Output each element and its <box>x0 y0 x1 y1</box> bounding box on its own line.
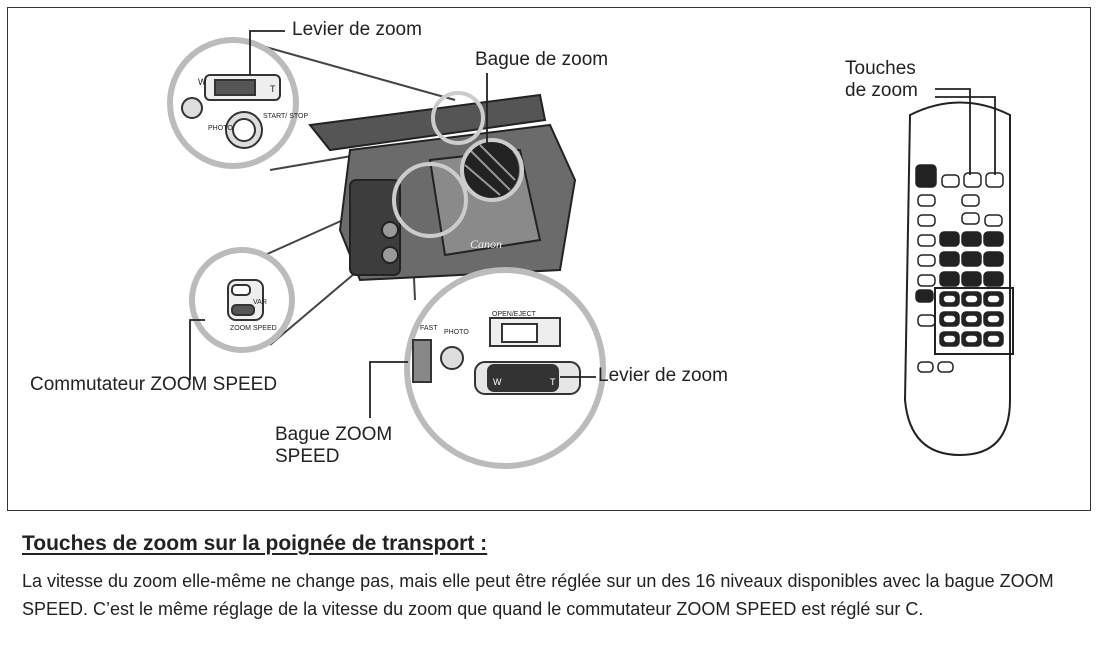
remote-button <box>917 274 936 287</box>
svg-text:T: T <box>550 377 556 387</box>
remote-button-dark <box>983 231 1004 247</box>
remote-button <box>917 361 934 373</box>
label-zoom-speed-switch: Commutateur ZOOM SPEED <box>30 374 278 395</box>
remote-button <box>984 214 1003 227</box>
section-body: La vitesse du zoom elle-même ne change p… <box>22 571 1054 619</box>
remote-button-dark <box>961 251 982 267</box>
svg-text:W: W <box>198 77 207 87</box>
remote-button <box>961 194 980 207</box>
remote-button-dark <box>939 231 960 247</box>
camcorder-illustration: Canon W T PHOTO START/ STOP VAR ZOOM SPE… <box>167 30 1014 469</box>
label-remote-zoom-line2: de zoom <box>845 80 918 101</box>
magnified-zoom-speed-switch <box>189 247 295 353</box>
label-zoom-speed-ring-line1: Bague ZOOM <box>275 424 393 445</box>
remote-button-inner <box>986 294 1001 304</box>
svg-text:PHOTO: PHOTO <box>444 329 469 336</box>
svg-text:T: T <box>270 84 276 94</box>
figure-frame <box>7 7 1091 511</box>
zoom-ring-highlight <box>460 138 524 202</box>
remote-button-inner <box>964 294 979 304</box>
remote-button-dark <box>983 251 1004 267</box>
brand-text: Canon <box>470 237 502 251</box>
remote-button <box>917 194 936 207</box>
camcorder-body <box>308 93 577 282</box>
remote-buttons <box>915 164 1004 373</box>
label-zoom-ring: Bague de zoom <box>475 49 609 70</box>
remote-button <box>917 314 936 327</box>
remote-button <box>917 234 936 247</box>
remote-button-dark <box>915 164 937 188</box>
remote-button <box>917 214 936 227</box>
svg-text:ZOOM SPEED: ZOOM SPEED <box>230 325 277 332</box>
remote-button-inner <box>942 334 957 344</box>
remote-button-inner <box>942 314 957 324</box>
svg-text:W: W <box>493 377 502 387</box>
remote-button <box>937 361 954 373</box>
remote-button-inner <box>964 334 979 344</box>
remote-button-dark <box>961 271 982 287</box>
remote-button-inner <box>942 294 957 304</box>
label-zoom-lever-top: Levier de zoom <box>292 19 422 40</box>
svg-text:FAST: FAST <box>420 325 438 332</box>
label-zoom-speed-ring-line2: SPEED <box>275 446 340 467</box>
svg-text:PHOTO: PHOTO <box>208 125 233 132</box>
grip-zoom-highlight <box>392 162 468 238</box>
remote-button-dark <box>983 271 1004 287</box>
remote-button <box>917 254 936 267</box>
remote-button <box>961 212 980 225</box>
remote-zoom-w-button <box>963 172 982 188</box>
remote-button-inner <box>986 314 1001 324</box>
magnified-grip-zoom <box>404 267 606 469</box>
remote-zoom-t-button <box>985 172 1004 188</box>
remote-button-inner <box>964 314 979 324</box>
remote-button-dark <box>939 251 960 267</box>
remote-button <box>941 174 960 188</box>
label-zoom-lever-bottom: Levier de zoom <box>598 365 728 386</box>
remote-button-inner <box>986 334 1001 344</box>
handle-zoom-highlight <box>431 91 485 145</box>
svg-text:START/ STOP: START/ STOP <box>263 113 308 120</box>
remote-button-dark <box>939 271 960 287</box>
svg-text:OPEN/EJECT: OPEN/EJECT <box>492 311 537 318</box>
label-remote-zoom-line1: Touches <box>845 58 916 79</box>
svg-text:VAR: VAR <box>253 299 267 306</box>
remote-button-dark <box>915 289 934 303</box>
remote-button-dark <box>961 231 982 247</box>
section-heading: Touches de zoom sur la poignée de transp… <box>22 532 488 555</box>
magnified-handle-zoom <box>167 37 299 169</box>
